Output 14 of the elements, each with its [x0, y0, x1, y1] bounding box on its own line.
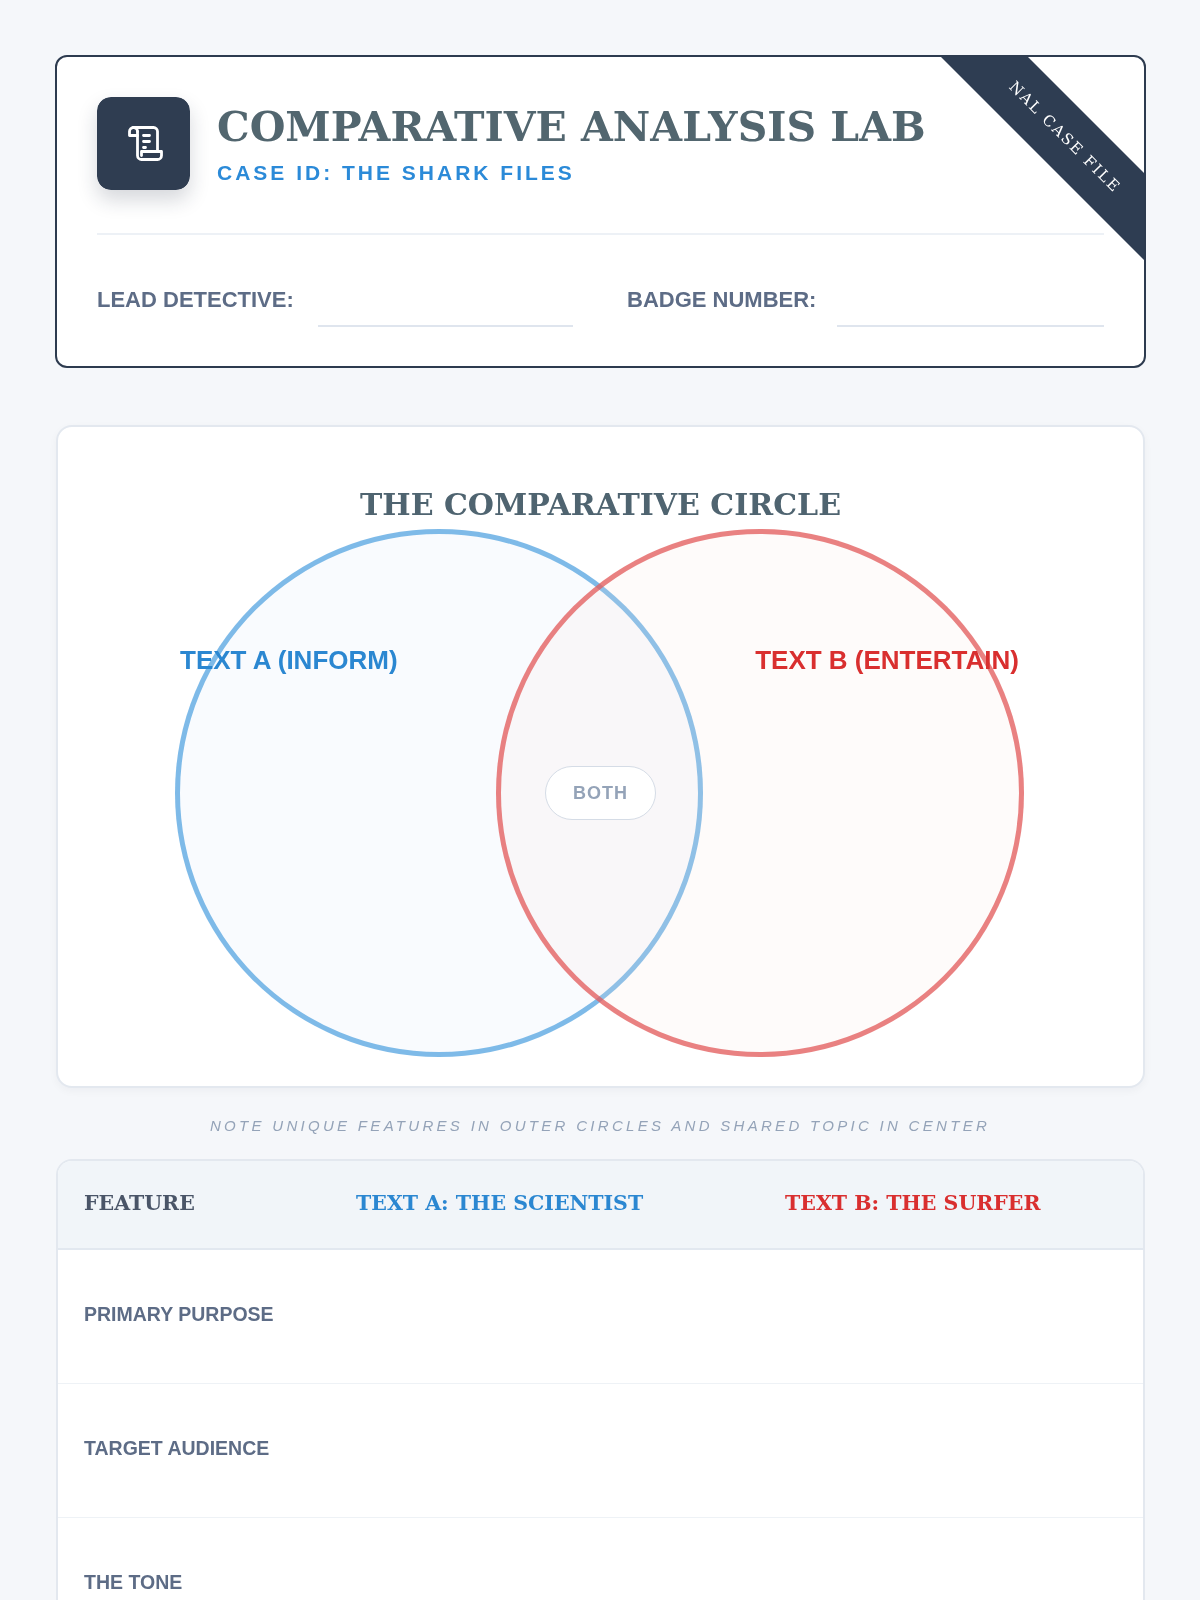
overlap-tag: BOTH — [545, 766, 656, 820]
row-heading: TARGET AUDIENCE — [84, 1436, 270, 1461]
case-id: CASE ID: THE SHARK FILES — [217, 160, 575, 186]
column-heading: TEXT B: THE SURFER — [785, 1190, 1041, 1217]
diagram-panel — [56, 425, 1145, 1088]
field-label: BADGE NUMBER: — [627, 287, 817, 313]
field-label: LEAD DETECTIVE: — [97, 287, 294, 313]
row-heading: THE TONE — [84, 1570, 183, 1595]
column-heading: TEXT A: THE SCIENTIST — [356, 1190, 644, 1217]
column-heading: FEATURE — [84, 1190, 195, 1217]
instruction-note: NOTE UNIQUE FEATURES IN OUTER CIRCLES AND SHARED TOPIC IN CENTER — [209, 1116, 991, 1136]
row-heading: PRIMARY PURPOSE — [84, 1302, 274, 1327]
page-title: COMPARATIVE ANALYSIS LAB — [217, 102, 926, 153]
panel-title: THE COMPARATIVE CIRCLE — [360, 486, 841, 524]
